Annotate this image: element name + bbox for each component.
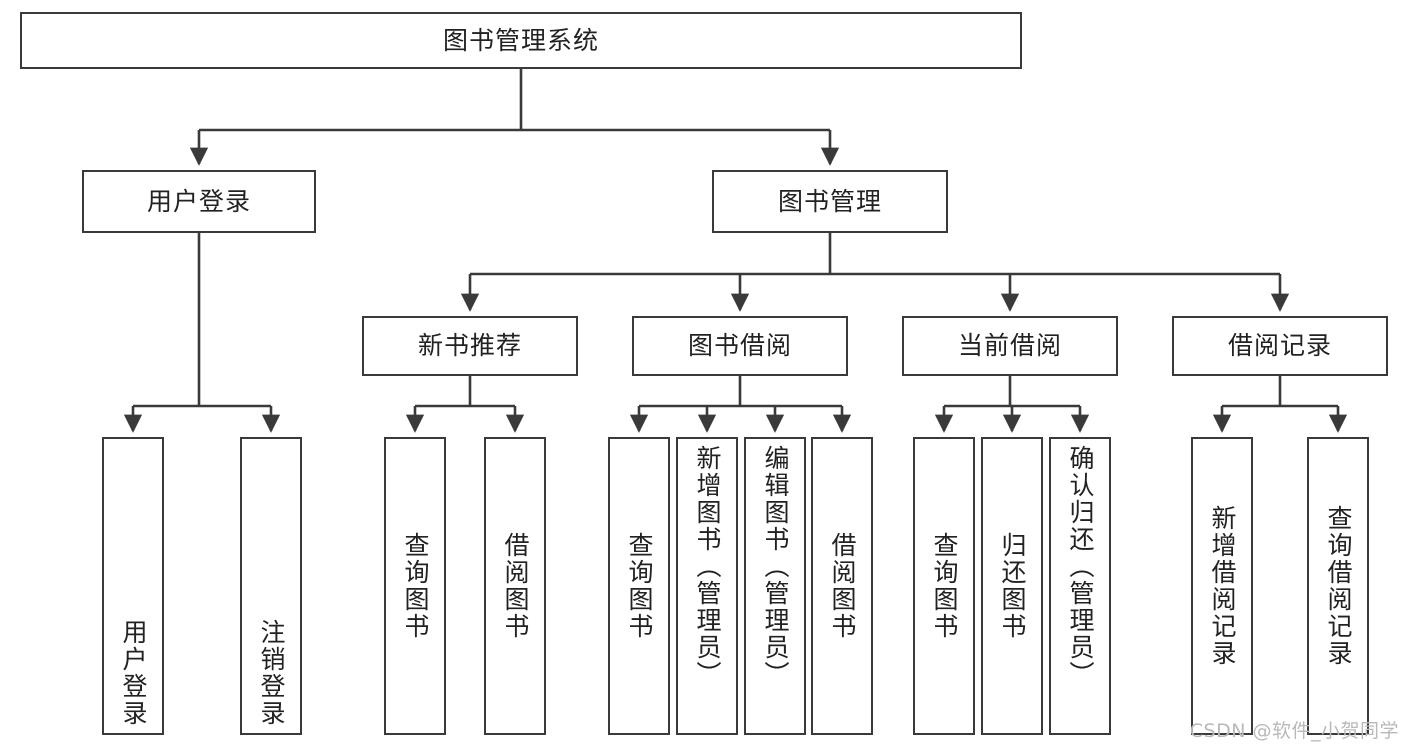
leaf-borrow-book-recommend[interactable]: 借阅图书 — [484, 437, 546, 735]
node-label: 归还图书 — [998, 532, 1027, 640]
node-label: 借阅记录 — [1227, 331, 1332, 361]
node-current-borrow[interactable]: 当前借阅 — [902, 316, 1118, 376]
node-label: 图书借阅 — [687, 331, 792, 361]
node-label: 查询图书 — [930, 532, 959, 640]
leaf-query-book-current[interactable]: 查询图书 — [913, 437, 975, 735]
node-label: 用户登录 — [146, 186, 251, 216]
leaf-query-borrow-record[interactable]: 查询借阅记录 — [1307, 437, 1369, 735]
node-user-login[interactable]: 用户登录 — [82, 170, 316, 233]
leaf-logout-login[interactable]: 注销登录 — [240, 437, 302, 735]
node-label: 注销登录 — [257, 619, 286, 727]
node-new-book-recommend[interactable]: 新书推荐 — [362, 316, 578, 376]
leaf-return-book[interactable]: 归还图书 — [981, 437, 1043, 735]
node-label: 借阅图书 — [501, 532, 530, 640]
leaf-add-book-admin[interactable]: 新增图书（管理员） — [676, 437, 738, 735]
node-label: 图书管理系统 — [442, 25, 599, 55]
node-label: 新书推荐 — [417, 331, 522, 361]
node-label: 借阅图书 — [828, 532, 857, 640]
leaf-user-login[interactable]: 用户登录 — [102, 437, 164, 735]
node-label: 图书管理 — [777, 186, 882, 216]
leaf-edit-book-admin[interactable]: 编辑图书（管理员） — [744, 437, 806, 735]
node-label: 查询图书 — [625, 532, 654, 640]
csdn-watermark: CSDN @软件_小贺同学 — [1189, 720, 1399, 742]
node-label: 确认归还（管理员） — [1066, 445, 1095, 688]
leaf-borrow-book-borrow[interactable]: 借阅图书 — [811, 437, 873, 735]
node-label: 新增图书（管理员） — [693, 445, 722, 688]
node-label: 编辑图书（管理员） — [761, 445, 790, 688]
leaf-query-book-recommend[interactable]: 查询图书 — [384, 437, 446, 735]
node-label: 查询图书 — [401, 532, 430, 640]
leaf-query-book-borrow[interactable]: 查询图书 — [608, 437, 670, 735]
leaf-confirm-return-admin[interactable]: 确认归还（管理员） — [1049, 437, 1111, 735]
node-borrow-record[interactable]: 借阅记录 — [1172, 316, 1388, 376]
node-root-book-management-system[interactable]: 图书管理系统 — [20, 12, 1022, 69]
node-label: 查询借阅记录 — [1324, 505, 1353, 667]
node-book-borrow[interactable]: 图书借阅 — [632, 316, 848, 376]
leaf-add-borrow-record[interactable]: 新增借阅记录 — [1191, 437, 1253, 735]
node-label: 用户登录 — [119, 619, 148, 727]
node-label: 新增借阅记录 — [1208, 505, 1237, 667]
node-book-manage[interactable]: 图书管理 — [712, 170, 948, 233]
node-label: 当前借阅 — [957, 331, 1062, 361]
